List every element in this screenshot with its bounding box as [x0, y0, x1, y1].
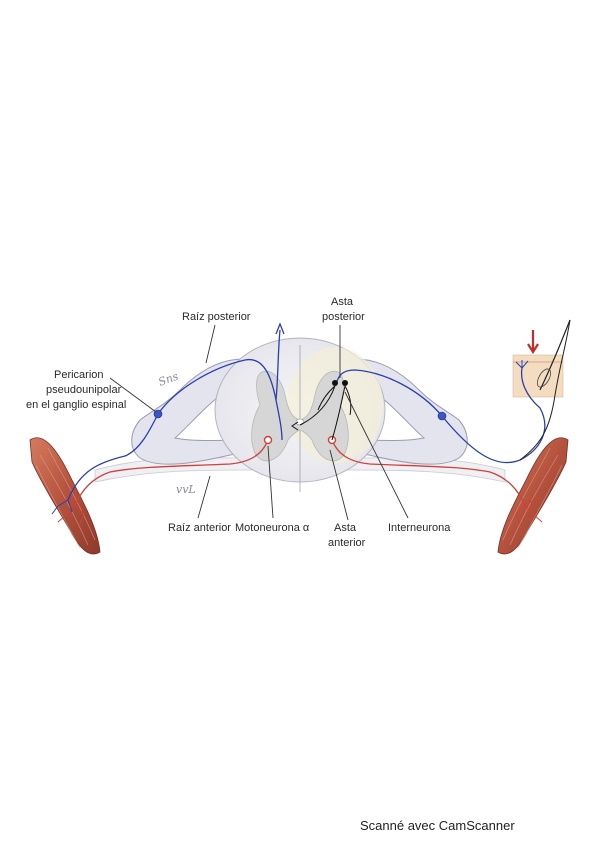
- interneuron-cell-1: [332, 380, 338, 386]
- ascending-arrow-icon: [275, 322, 285, 335]
- camscanner-watermark: Scanné avec CamScanner: [360, 818, 515, 833]
- right-ganglion-pericarion: [437, 411, 447, 421]
- right-muscle: [497, 437, 569, 555]
- motor-fiber-right: [331, 439, 526, 506]
- label-raiz-anterior: Raíz anterior: [168, 522, 231, 534]
- handwritten-annotation-top: Sns: [157, 370, 181, 389]
- left-muscle: [29, 437, 101, 555]
- leader-lines: [109, 324, 409, 521]
- motor-fiber-left: [74, 439, 269, 506]
- label-asta-posterior-2: posterior: [322, 311, 365, 323]
- label-pericarion-2: pseudounipolar: [46, 384, 122, 396]
- label-asta-anterior-2: anterior: [328, 537, 366, 549]
- hair-icon: [539, 319, 571, 391]
- right-neuromuscular-endings: [515, 497, 543, 525]
- interneuron-fibers: [299, 385, 352, 441]
- cutaneous-nerve: [519, 319, 571, 461]
- handwritten-annotation-bottom: vvL: [176, 483, 196, 496]
- label-pericarion-1: Pericarion: [54, 369, 104, 381]
- label-interneurona: Interneurona: [388, 522, 451, 534]
- left-motoneuron: [263, 435, 273, 445]
- interneuron-cell-2: [342, 380, 348, 386]
- label-pericarion-3: en el ganglio espinal: [26, 399, 126, 411]
- label-asta-posterior-1: Asta: [331, 296, 354, 308]
- sensory-fiber-right: [335, 367, 546, 464]
- crossing-arrow-icon: [291, 421, 299, 431]
- sensory-fiber-left: [67, 359, 283, 501]
- label-raiz-posterior: Raíz posterior: [182, 311, 251, 323]
- ascending-fiber: [275, 329, 281, 401]
- label-asta-anterior-1: Asta: [334, 522, 357, 534]
- left-neuromuscular-endings: [51, 497, 85, 525]
- stimulus-arrow-icon: [527, 330, 539, 355]
- label-motoneurona: Motoneurona α: [235, 522, 310, 534]
